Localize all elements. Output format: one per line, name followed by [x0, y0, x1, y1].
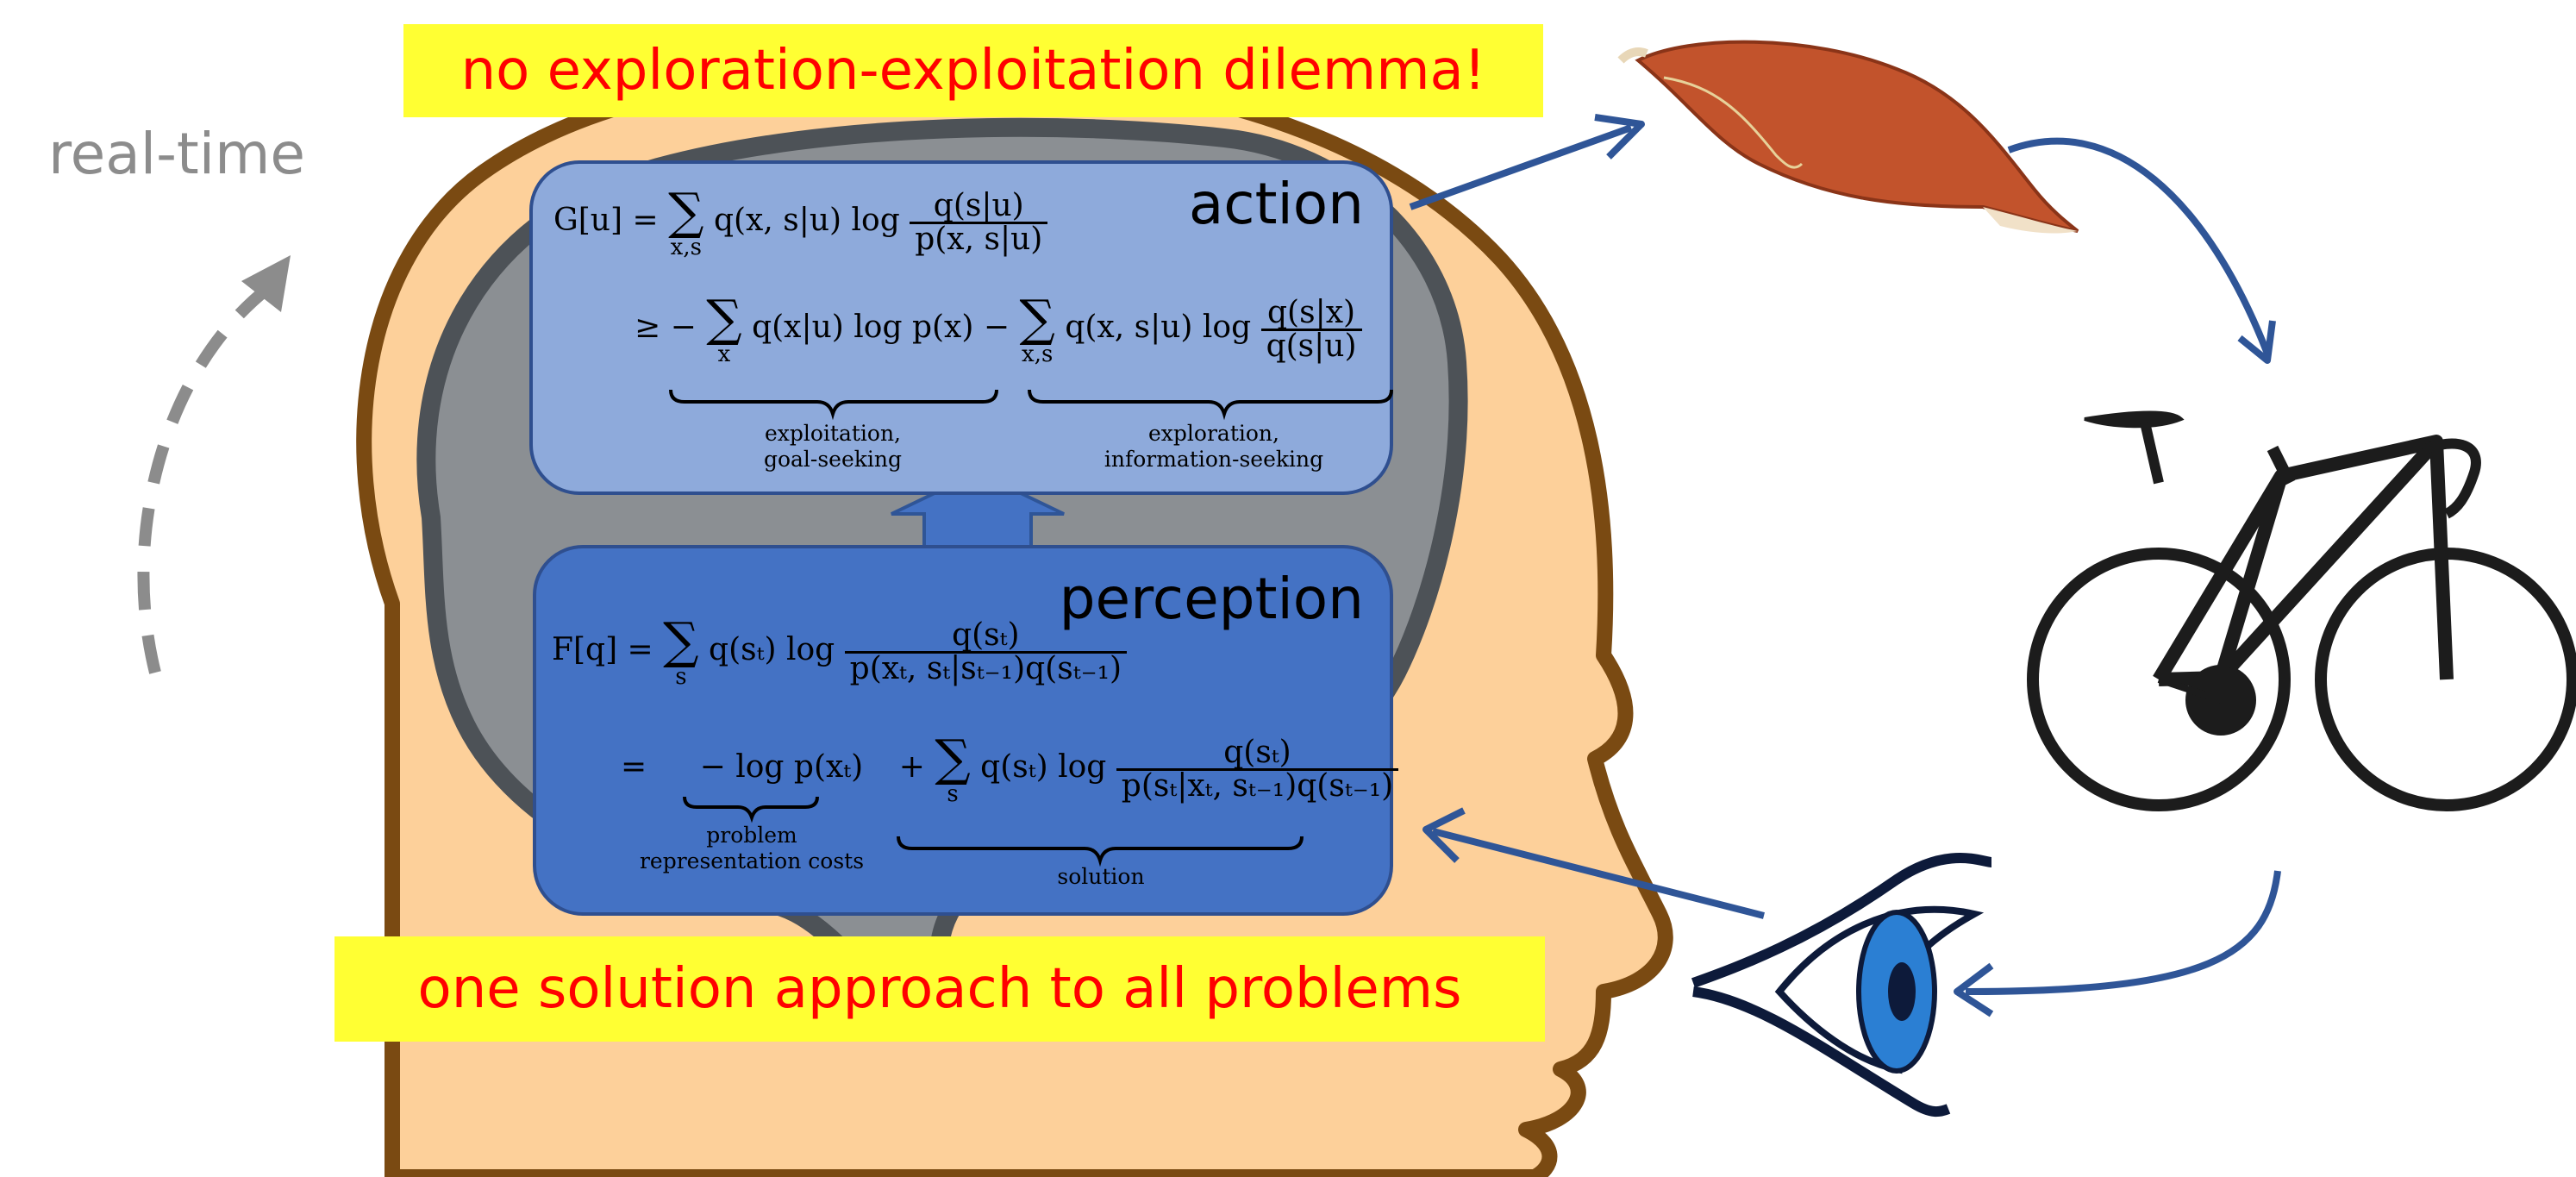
perception-underbraces [683, 796, 1304, 867]
exploration-label: exploration, information-seeking [1104, 421, 1324, 472]
action-eq2-term-a: q(x|u) log p(x) − [752, 310, 1010, 345]
eye-to-perception-arrow [1432, 828, 1765, 919]
perception-eq1-sum: ∑ [663, 611, 699, 670]
action-eq2-denominator: q(s|u) [1266, 328, 1357, 364]
action-to-muscle-arrow [1409, 124, 1633, 210]
perception-eq2-sum: ∑ [935, 729, 971, 787]
action-equation-line-2: ≥ − ∑ x q(x|u) log p(x) − ∑ x,s q(x, s|u… [635, 293, 1362, 366]
action-box: action G[u] = ∑ x,s q(x, s|u) log q(s|u)… [529, 160, 1393, 495]
perception-eq2-fraction: q(sₜ) p(sₜ|xₜ, sₜ₋₁)q(sₜ₋₁) [1116, 736, 1399, 804]
action-eq2-numerator: q(s|x) [1260, 297, 1362, 331]
muscle-icon [1617, 40, 2079, 234]
perception-eq1-denominator: p(xₜ, sₜ|sₜ₋₁)q(sₜ₋₁) [849, 650, 1122, 686]
bicycle-icon [2027, 410, 2576, 811]
action-eq1-sum-sub: x,s [670, 235, 702, 260]
top-banner: no exploration-exploitation dilemma! [403, 24, 1543, 117]
action-eq2-sum-a-sub: x [717, 341, 731, 367]
eye-icon [1691, 853, 1992, 1118]
perception-eq1-sum-sub: s [675, 664, 687, 690]
solution-label: solution [1057, 864, 1145, 889]
perception-eq2-denominator: p(sₜ|xₜ, sₜ₋₁)q(sₜ₋₁) [1121, 767, 1394, 804]
problem-representation-label: problem representation costs [639, 823, 865, 873]
muscle-to-bicycle-arrow [2007, 137, 2271, 355]
action-eq2-prefix: ≥ − [635, 310, 697, 345]
action-eq1-mid: q(x, s|u) log [713, 203, 900, 238]
perception-eq2-equals: = [621, 749, 647, 785]
action-eq1-fraction: q(s|u) p(x, s|u) [910, 190, 1048, 257]
action-eq2-fraction: q(s|x) q(s|u) [1260, 297, 1362, 364]
action-eq2-term-b: q(x, s|u) log [1065, 310, 1252, 345]
bicycle-to-eye-arrow [1965, 870, 2281, 995]
perception-eq2-plus: + [898, 749, 925, 785]
action-underbraces [669, 389, 1393, 421]
real-time-arrowhead [241, 255, 291, 312]
action-eq2-sum-b-sub: x,s [1022, 341, 1054, 367]
action-eq1-sum: ∑ [668, 182, 704, 241]
action-title: action [1188, 171, 1364, 237]
action-eq2-sum-a: ∑ [706, 289, 742, 347]
perception-eq1-lhs: F[q] = [552, 632, 664, 667]
perception-eq2-sum-sub: s [947, 781, 959, 807]
bottom-banner: one solution approach to all problems [335, 936, 1545, 1042]
perception-eq2-numerator: q(sₜ) [1116, 736, 1399, 771]
action-equation-line-1: G[u] = ∑ x,s q(x, s|u) log q(s|u) p(x, s… [553, 182, 1048, 260]
perception-equation-line-2: = − log p(xₜ) + ∑ s q(sₜ) log q(sₜ) p(sₜ… [621, 729, 1399, 807]
action-eq1-denominator: p(x, s|u) [915, 221, 1043, 257]
perception-eq1-numerator: q(sₜ) [844, 619, 1128, 654]
perception-eq1-fraction: q(sₜ) p(xₜ, sₜ|sₜ₋₁)q(sₜ₋₁) [844, 619, 1128, 686]
perception-equation-line-1: F[q] = ∑ s q(sₜ) log q(sₜ) p(xₜ, sₜ|sₜ₋₁… [552, 611, 1128, 690]
real-time-dashed-arrow [137, 284, 272, 674]
perception-box: perception F[q] = ∑ s q(sₜ) log q(sₜ) p(… [533, 545, 1399, 916]
perception-eq2-mid: q(sₜ) log [980, 749, 1107, 785]
real-time-label: real-time [48, 121, 305, 187]
perception-eq2-term-a: − log p(xₜ) [699, 749, 864, 785]
exploitation-label: exploitation, goal-seeking [763, 421, 903, 472]
perception-title: perception [1059, 566, 1364, 632]
action-eq1-lhs: G[u] = [553, 203, 669, 238]
action-eq1-numerator: q(s|u) [910, 190, 1048, 224]
action-eq2-sum-b: ∑ [1019, 289, 1055, 347]
perception-eq1-mid: q(sₜ) log [709, 632, 835, 667]
